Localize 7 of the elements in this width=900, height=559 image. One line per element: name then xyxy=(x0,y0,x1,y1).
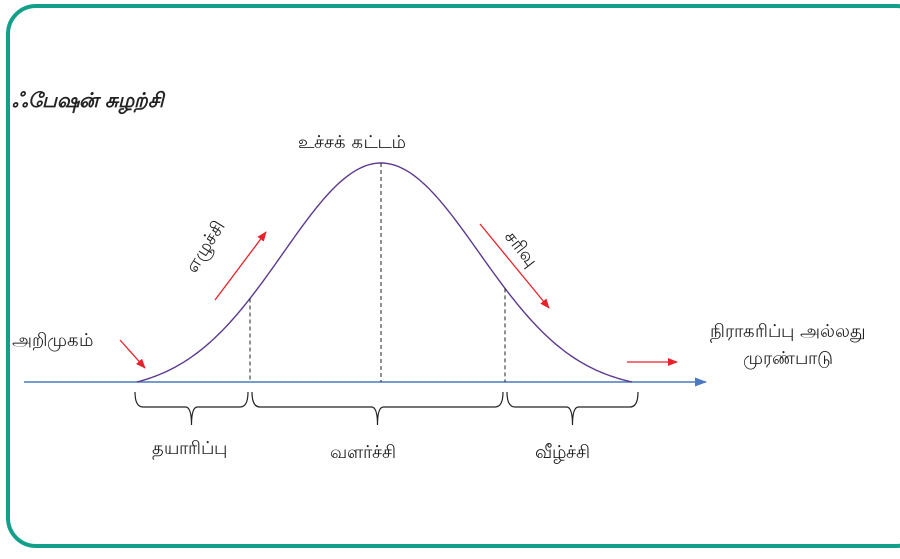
phase-label: தயாரிப்பு xyxy=(152,438,227,461)
peak-label: உச்சக் கட்டம் xyxy=(298,132,406,155)
phase-label: வீழ்ச்சி xyxy=(535,442,590,465)
diagram-title: ஃபேஷன் சுழற்சி xyxy=(12,88,164,114)
stage-label: அறிமுகம் xyxy=(12,330,93,353)
phase-label: வளர்ச்சி xyxy=(330,442,396,465)
stage-label: நிராகரிப்பு அல்லது முரண்பாடு xyxy=(709,320,867,372)
